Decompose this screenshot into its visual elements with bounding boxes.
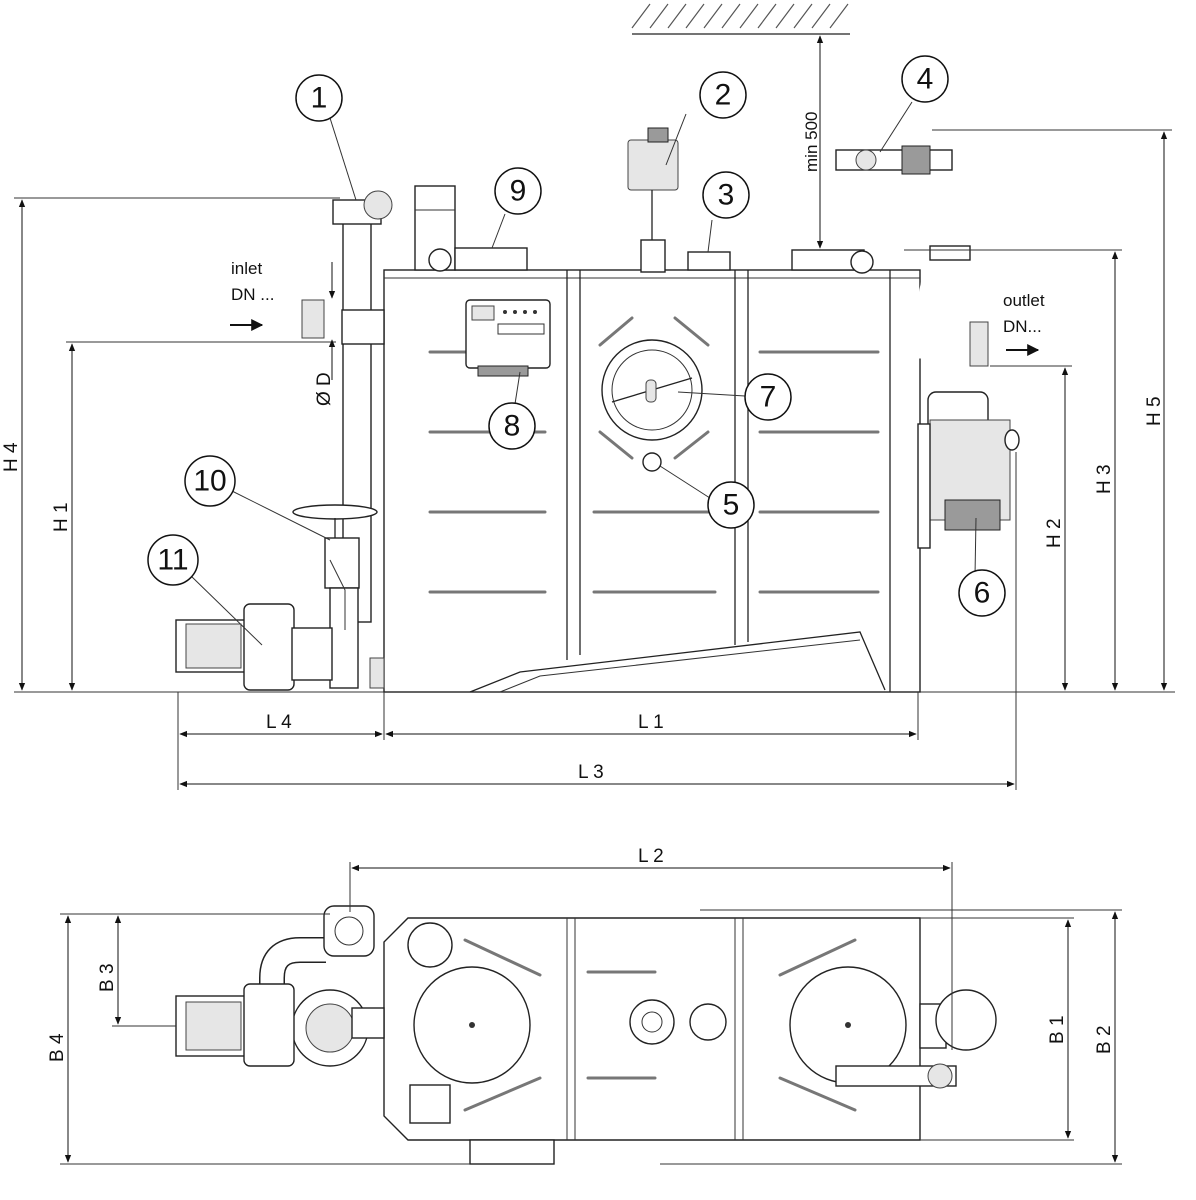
b1-label: B 1 xyxy=(1047,1015,1068,1044)
callout-1: 1 xyxy=(311,82,328,115)
callout-10: 10 xyxy=(193,465,226,498)
h2-label: H 2 xyxy=(1044,518,1065,548)
callout-11: 11 xyxy=(157,544,188,577)
dimensions xyxy=(14,35,1172,1165)
inlet-connector xyxy=(301,299,325,339)
min500-label: min 500 xyxy=(802,112,821,172)
top-port-3 xyxy=(687,251,731,271)
callout-6: 6 xyxy=(974,577,991,610)
labels: inlet DN ... outlet DN... min 500 Ø D H … xyxy=(1,112,1165,1062)
b3-label: B 3 xyxy=(97,963,118,992)
tank-side xyxy=(383,269,921,693)
top-view xyxy=(175,905,997,1165)
b4-label: B 4 xyxy=(47,1033,68,1062)
l2-label: L 2 xyxy=(638,846,664,867)
outlet-pipe xyxy=(835,145,989,367)
outlet-connector xyxy=(969,321,989,367)
level-sensor xyxy=(627,127,679,273)
inspection-opening xyxy=(601,339,703,472)
control-unit xyxy=(465,299,551,377)
callouts: 1 2 3 4 5 6 7 8 9 10 11 xyxy=(147,55,1006,617)
callout-4: 4 xyxy=(917,63,934,96)
od-label: Ø D xyxy=(314,372,335,406)
callout-3: 3 xyxy=(718,179,735,212)
side-view xyxy=(14,3,1175,693)
callout-leaders xyxy=(189,101,977,646)
l4-label: L 4 xyxy=(266,712,292,733)
callout-5: 5 xyxy=(723,489,740,522)
h4-label: H 4 xyxy=(1,442,22,472)
pump-unit xyxy=(917,391,1020,549)
h5-label: H 5 xyxy=(1144,396,1165,426)
h3-label: H 3 xyxy=(1094,464,1115,494)
outlet-label: outlet xyxy=(1003,291,1045,310)
callout-7: 7 xyxy=(760,381,777,414)
gate-valve xyxy=(292,504,378,689)
l1-label: L 1 xyxy=(638,712,664,733)
callout-2: 2 xyxy=(715,79,732,112)
callout-8: 8 xyxy=(504,410,521,443)
h1-label: H 1 xyxy=(51,502,72,532)
inlet-dn-label: DN ... xyxy=(231,285,274,304)
top-cover-left xyxy=(454,247,528,271)
hand-pump xyxy=(175,603,385,691)
callout-9: 9 xyxy=(510,175,527,208)
ceiling-hatch xyxy=(631,3,850,35)
inlet-label: inlet xyxy=(231,259,262,278)
l3-label: L 3 xyxy=(578,762,604,783)
outlet-dn-label: DN... xyxy=(1003,317,1042,336)
b2-label: B 2 xyxy=(1094,1025,1115,1054)
